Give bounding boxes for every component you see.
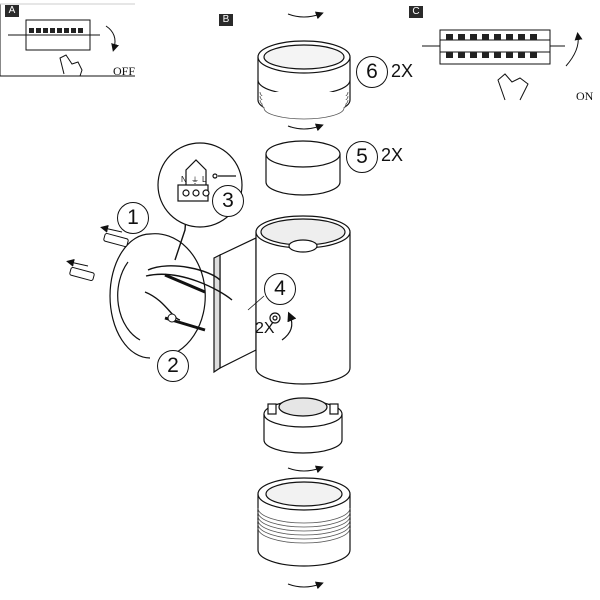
screw-icon (164, 273, 206, 332)
step-2-number: 2 (157, 350, 189, 382)
step-5-number: 5 (346, 141, 378, 173)
rotate-arrow-icon (287, 11, 324, 20)
wall-mount-plate (109, 233, 206, 359)
rotate-arrow-icon (105, 25, 119, 52)
step-1-number: 1 (117, 202, 149, 234)
hand-pointer-icon (497, 73, 529, 101)
panel-label-c: C (409, 6, 423, 18)
cable-gland (263, 397, 343, 454)
panel-a-breaker-off (0, 3, 135, 77)
bottom-cover-ring (257, 477, 351, 567)
hand-pointer-icon (59, 54, 83, 77)
screwdriver-icon (212, 173, 236, 179)
switch-on-label: ON (576, 89, 594, 103)
step-6-number: 6 (356, 56, 388, 88)
rotate-arrow-icon (287, 465, 324, 474)
step-4-number: 4 (264, 273, 296, 305)
step-3-number: 3 (212, 185, 244, 217)
top-cover-ring (257, 40, 351, 120)
terminal-ground-label: ⏚ (191, 176, 199, 185)
rotate-arrow-icon (287, 581, 324, 590)
rotate-arrow-icon (287, 123, 324, 132)
glass-lens (265, 140, 341, 196)
step-4-quantity: 2X (255, 320, 275, 337)
wall-plug-icon (66, 224, 129, 282)
rotate-arrow-icon (281, 311, 297, 341)
panel-label-b: B (219, 14, 233, 26)
step-4-leader (247, 295, 265, 311)
circuit-breaker-icon (8, 19, 100, 51)
rotate-arrow-icon (565, 32, 583, 67)
lamp-body (213, 215, 351, 385)
step-6-quantity: 2X (391, 61, 414, 81)
step-5-quantity: 2X (381, 145, 404, 165)
circuit-breaker-icon (422, 29, 565, 65)
panel-c-breaker-on (422, 29, 583, 101)
terminal-live-label: L (202, 175, 207, 184)
switch-off-label: OFF (113, 64, 136, 78)
panel-label-a: A (5, 5, 19, 17)
terminal-neutral-label: N (181, 175, 187, 184)
